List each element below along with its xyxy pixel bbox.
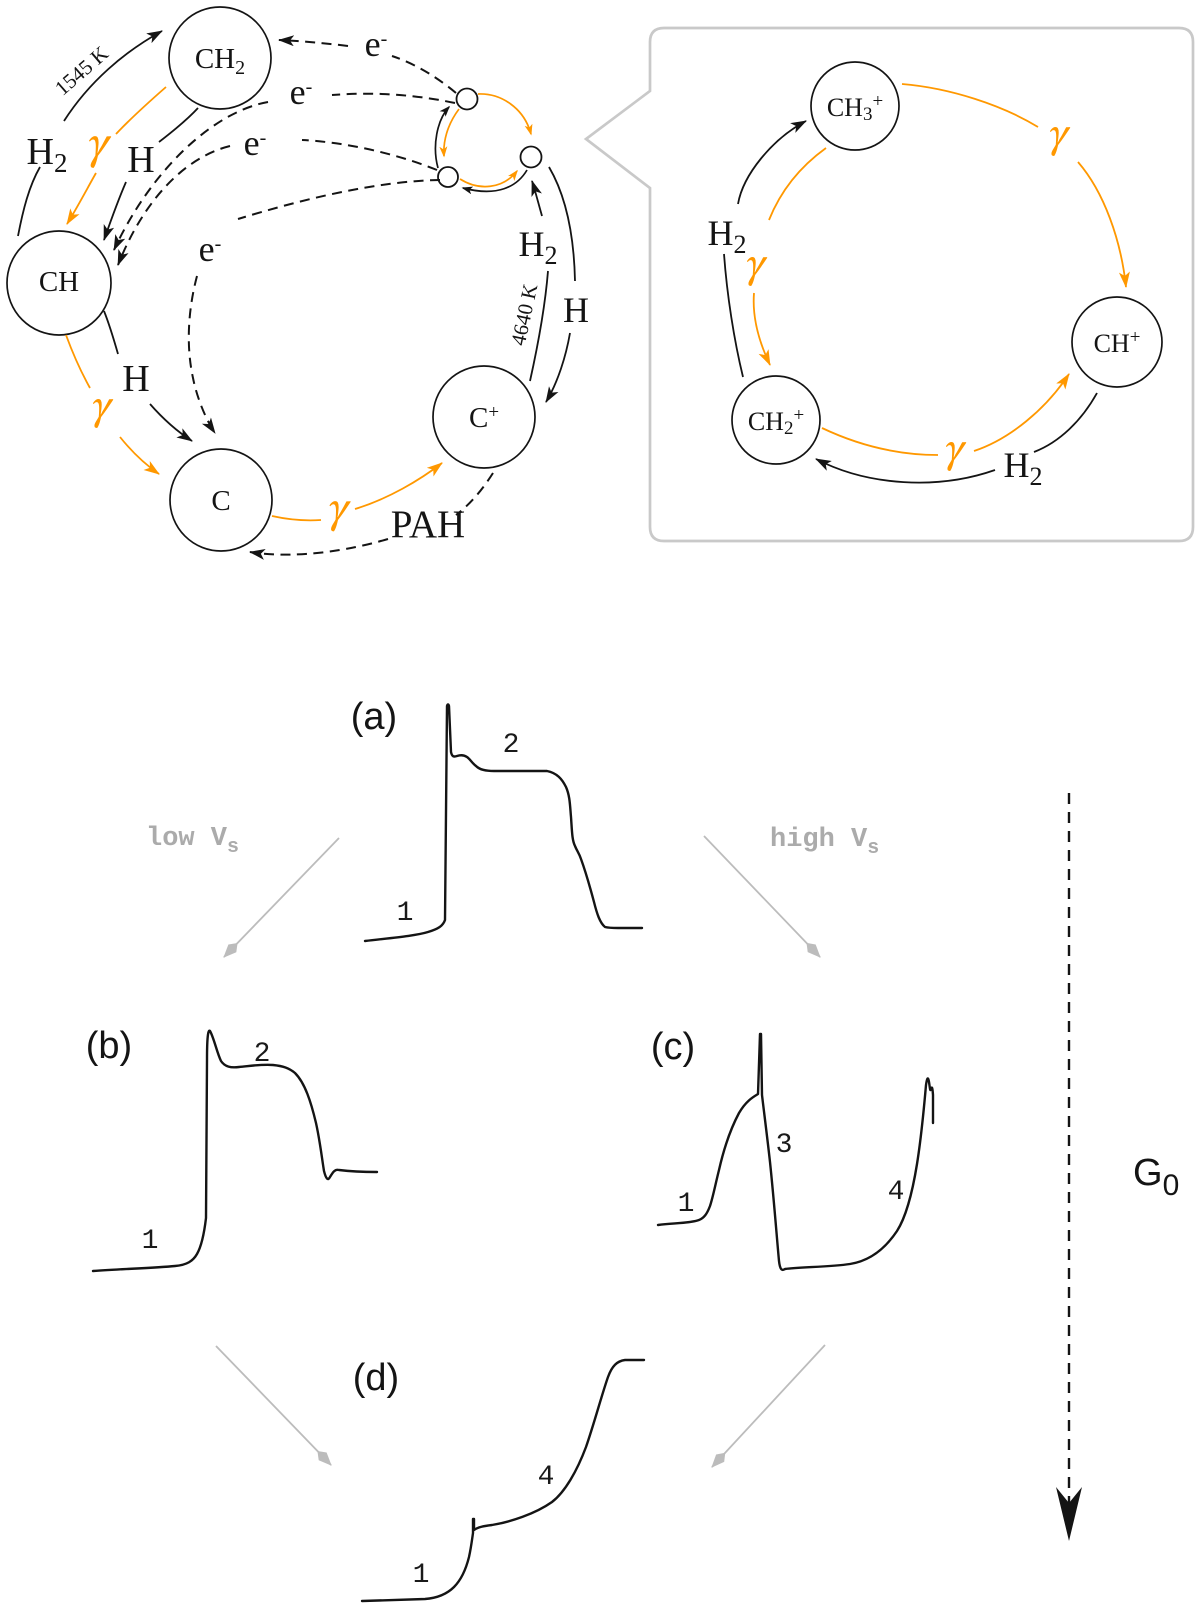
svg-text:H2: H2 bbox=[27, 131, 68, 178]
svg-text:H: H bbox=[122, 358, 149, 400]
svg-text:1: 1 bbox=[397, 898, 414, 929]
svg-text:2: 2 bbox=[503, 730, 520, 761]
svg-text:high Vs: high Vs bbox=[770, 825, 879, 860]
svg-text:(d): (d) bbox=[353, 1357, 399, 1399]
svg-text:G0: G0 bbox=[1133, 1152, 1179, 1202]
svg-text:(c): (c) bbox=[651, 1026, 695, 1068]
svg-text:low Vs: low Vs bbox=[146, 824, 239, 859]
svg-text:(a): (a) bbox=[351, 696, 397, 738]
svg-text:2: 2 bbox=[254, 1039, 271, 1070]
svg-text:C: C bbox=[211, 485, 230, 517]
svg-text:4: 4 bbox=[888, 1177, 905, 1208]
svg-text:H: H bbox=[127, 139, 154, 181]
svg-text:1: 1 bbox=[413, 1560, 430, 1591]
svg-text:1: 1 bbox=[678, 1189, 695, 1220]
svg-text:4: 4 bbox=[538, 1462, 555, 1493]
svg-text:CH: CH bbox=[39, 266, 79, 298]
svg-text:1: 1 bbox=[142, 1226, 159, 1257]
svg-text:(b): (b) bbox=[86, 1025, 132, 1067]
svg-text:H: H bbox=[563, 290, 589, 330]
svg-text:3: 3 bbox=[776, 1130, 793, 1161]
svg-text:PAH: PAH bbox=[391, 503, 465, 546]
